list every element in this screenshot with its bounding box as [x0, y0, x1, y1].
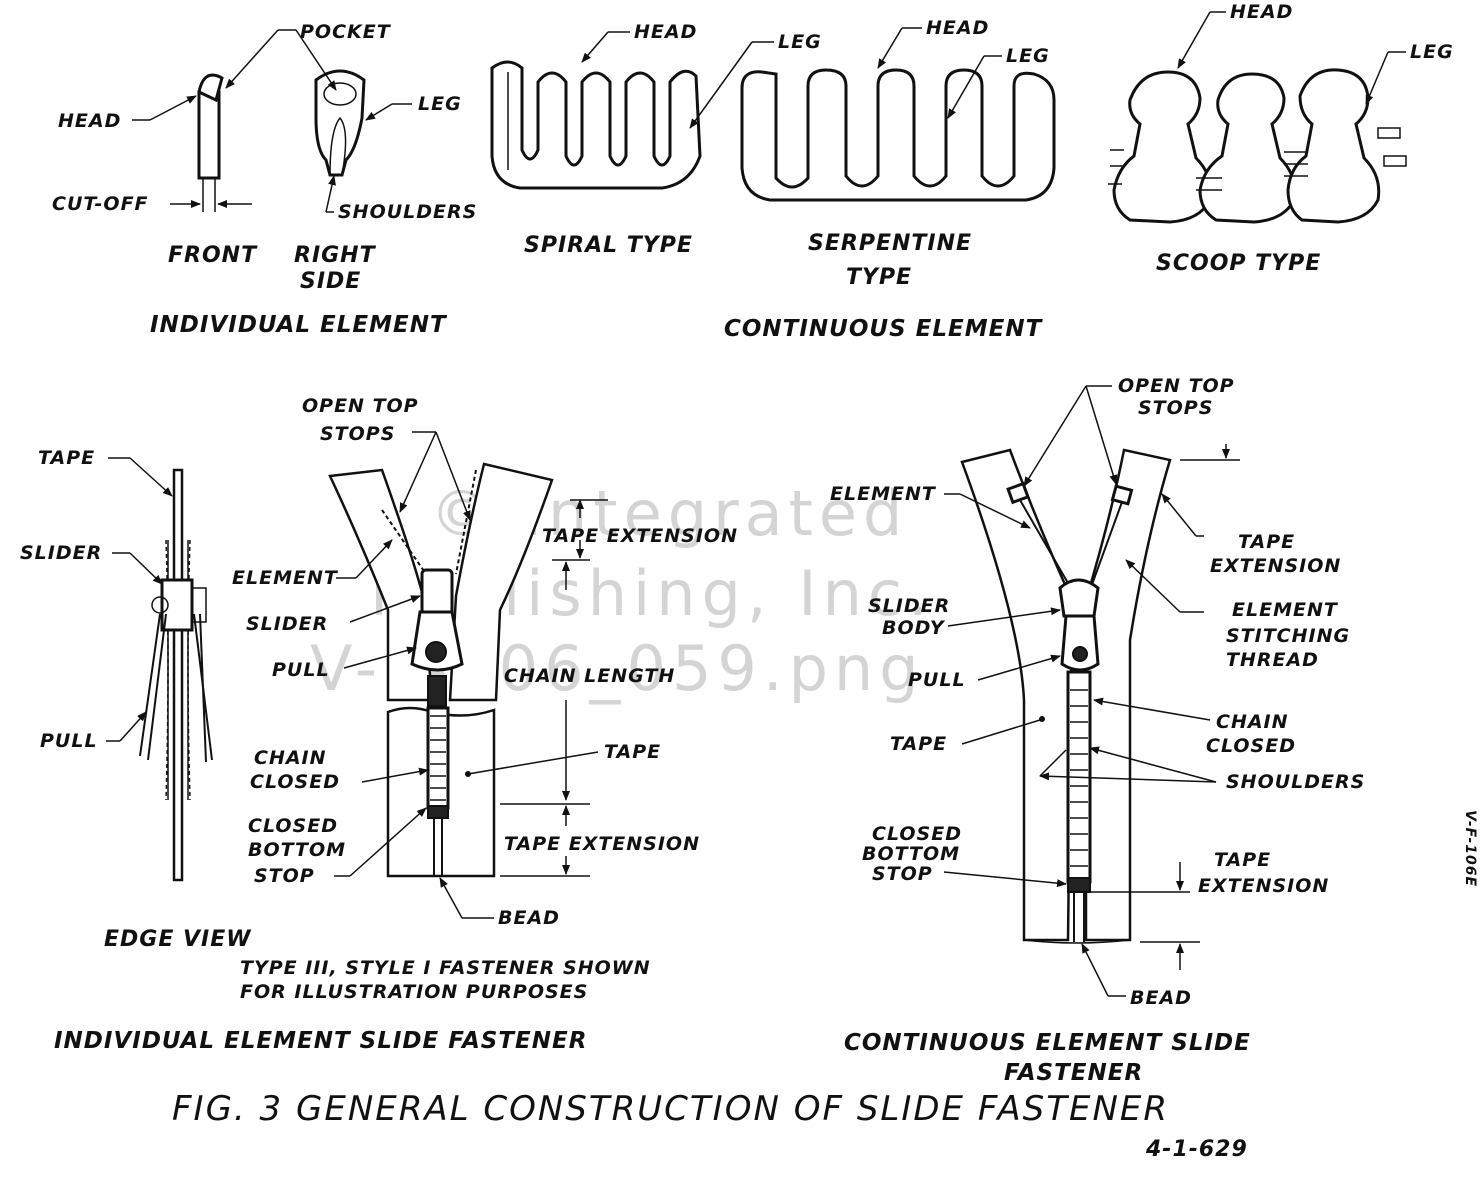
label-cont-chain: CHAIN	[1216, 711, 1289, 733]
side-code: V-F-106E	[1462, 810, 1478, 887]
label-cont-element-stitch-2: STITCHING	[1226, 625, 1350, 647]
label-ind-bottom-closed: CLOSED	[248, 815, 338, 837]
label-right: RIGHT	[294, 243, 377, 268]
label-cut-off: CUT-OFF	[52, 193, 149, 215]
label-pocket: POCKET	[300, 21, 392, 43]
label-ind-open-top: OPEN TOP	[302, 395, 419, 417]
label-serpentine-head: HEAD	[926, 17, 989, 39]
element-side-view	[314, 69, 366, 177]
label-cont-slider: SLIDER	[868, 595, 950, 617]
label-ind-bead: BEAD	[498, 907, 560, 929]
caption-edge-view: EDGE VIEW	[104, 927, 252, 952]
label-ind-stop: STOP	[254, 865, 315, 887]
label-cont-tape: TAPE	[890, 733, 947, 755]
label-cont-element-stitch-3: THREAD	[1226, 649, 1319, 671]
label-leg: LEG	[418, 93, 462, 115]
label-ind-tape-extension-bottom: TAPE EXTENSION	[504, 833, 700, 855]
caption-spiral-type: SPIRAL TYPE	[524, 233, 693, 258]
caption-scoop-type: SCOOP TYPE	[1156, 251, 1321, 276]
caption-serpentine: SERPENTINE	[808, 231, 972, 256]
label-cont-pull: PULL	[908, 669, 966, 691]
label-ind-tape-extension-top: TAPE EXTENSION	[542, 525, 738, 547]
label-cont-tape-ext-top-2: EXTENSION	[1210, 555, 1341, 577]
label-scoop-head: HEAD	[1230, 1, 1293, 23]
label-cont-open-top: OPEN TOP	[1118, 375, 1235, 397]
scoop-type-shape	[1108, 68, 1407, 224]
label-ind-tape: TAPE	[604, 741, 661, 763]
label-edge-slider: SLIDER	[20, 542, 102, 564]
spiral-type-shape	[490, 60, 702, 190]
label-ind-chain: CHAIN	[254, 747, 327, 769]
element-front-view	[197, 73, 224, 212]
continuous-element-drawing: HEAD LEG HEAD LEG HEAD LEG SPIRAL TYPE S…	[490, 1, 1454, 342]
note-type-style: TYPE III, STYLE I FASTENER SHOWN	[240, 957, 651, 979]
label-cont-shoulders: SHOULDERS	[1226, 771, 1365, 793]
label-cont-closed-bottom-3: STOP	[872, 863, 933, 885]
label-cont-body: BODY	[882, 617, 946, 639]
label-ind-slider: SLIDER	[246, 613, 328, 635]
label-edge-pull: PULL	[40, 730, 98, 752]
continuous-fastener-drawing: OPEN TOP STOPS ELEMENT TAPE EXTENSION SL…	[830, 375, 1365, 1086]
caption-continuous-element: CONTINUOUS ELEMENT	[724, 316, 1044, 342]
label-ind-stops: STOPS	[320, 423, 395, 445]
label-front: FRONT	[168, 243, 258, 268]
individual-element-drawing: POCKET HEAD LEG CUT-OFF SHOULDERS FRONT …	[52, 21, 477, 338]
label-cont-tape-ext-top-1: TAPE	[1238, 531, 1295, 553]
caption-serpentine-type: TYPE	[846, 265, 912, 290]
caption-continuous-fastener-2: FASTENER	[1004, 1060, 1143, 1086]
label-spiral-leg: LEG	[778, 31, 822, 53]
label-cont-closed-bottom-1: CLOSED	[872, 823, 962, 845]
label-cont-tape-ext-bottom-2: EXTENSION	[1198, 875, 1329, 897]
label-cont-stops: STOPS	[1138, 397, 1213, 419]
label-cont-element: ELEMENT	[830, 483, 937, 505]
label-ind-closed: CLOSED	[250, 771, 340, 793]
serpentine-type-shape	[740, 68, 1056, 202]
label-cont-bead: BEAD	[1130, 987, 1192, 1009]
label-serpentine-leg: LEG	[1006, 45, 1050, 67]
label-edge-tape: TAPE	[38, 447, 95, 469]
label-head: HEAD	[58, 110, 121, 132]
label-side: SIDE	[300, 269, 361, 294]
caption-continuous-fastener-1: CONTINUOUS ELEMENT SLIDE	[844, 1030, 1251, 1056]
figure-title: FIG. 3 GENERAL CONSTRUCTION OF SLIDE FAS…	[172, 1089, 1169, 1129]
label-cont-closed-bottom-2: BOTTOM	[862, 843, 960, 865]
label-ind-bottom: BOTTOM	[248, 839, 346, 861]
label-ind-element: ELEMENT	[232, 567, 339, 589]
caption-individual-fastener: INDIVIDUAL ELEMENT SLIDE FASTENER	[54, 1028, 587, 1054]
label-ind-pull: PULL	[272, 659, 330, 681]
label-cont-closed: CLOSED	[1206, 735, 1296, 757]
label-scoop-leg: LEG	[1410, 41, 1454, 63]
drawing-number: 4-1-629	[1145, 1137, 1248, 1162]
note-illustration: FOR ILLUSTRATION PURPOSES	[240, 981, 588, 1003]
label-cont-element-stitch-1: ELEMENT	[1232, 599, 1339, 621]
label-shoulders: SHOULDERS	[338, 201, 477, 223]
edge-view-drawing: TAPE SLIDER PULL EDGE VIEW	[20, 447, 252, 952]
label-cont-tape-ext-bottom-1: TAPE	[1214, 849, 1271, 871]
label-spiral-head: HEAD	[634, 21, 697, 43]
individual-fastener-drawing: OPEN TOP STOPS ELEMENT SLIDER PULL CHAIN…	[54, 395, 738, 1054]
label-ind-chain-length: CHAIN LENGTH	[504, 665, 675, 687]
caption-individual-element: INDIVIDUAL ELEMENT	[150, 312, 448, 338]
